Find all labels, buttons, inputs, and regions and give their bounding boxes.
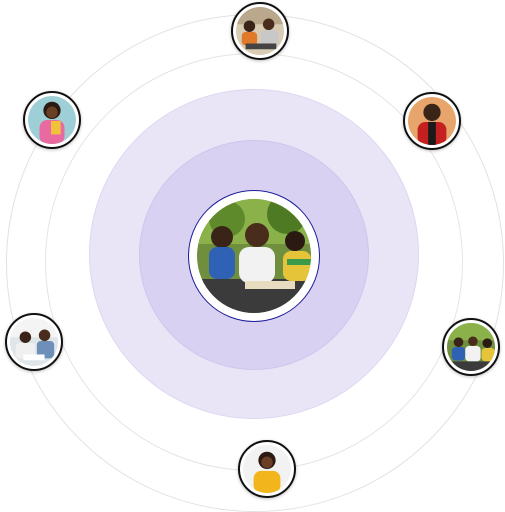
avatar-right <box>442 318 500 376</box>
avatar-top <box>231 2 289 60</box>
avatar-top-right <box>403 92 461 150</box>
man-in-red-shirt-photo <box>408 97 456 145</box>
students-group-outdoors-photo <box>447 323 495 371</box>
avatar-bottom <box>238 440 296 498</box>
woman-in-yellow-shirt-photo <box>243 445 291 493</box>
avatar-top-left <box>23 91 81 149</box>
center-group-photo <box>197 199 311 313</box>
student-holding-books-photo <box>28 96 76 144</box>
people-reading-documents-photo <box>10 318 58 366</box>
students-at-desk-photo <box>236 7 284 55</box>
avatar-left <box>5 313 63 371</box>
